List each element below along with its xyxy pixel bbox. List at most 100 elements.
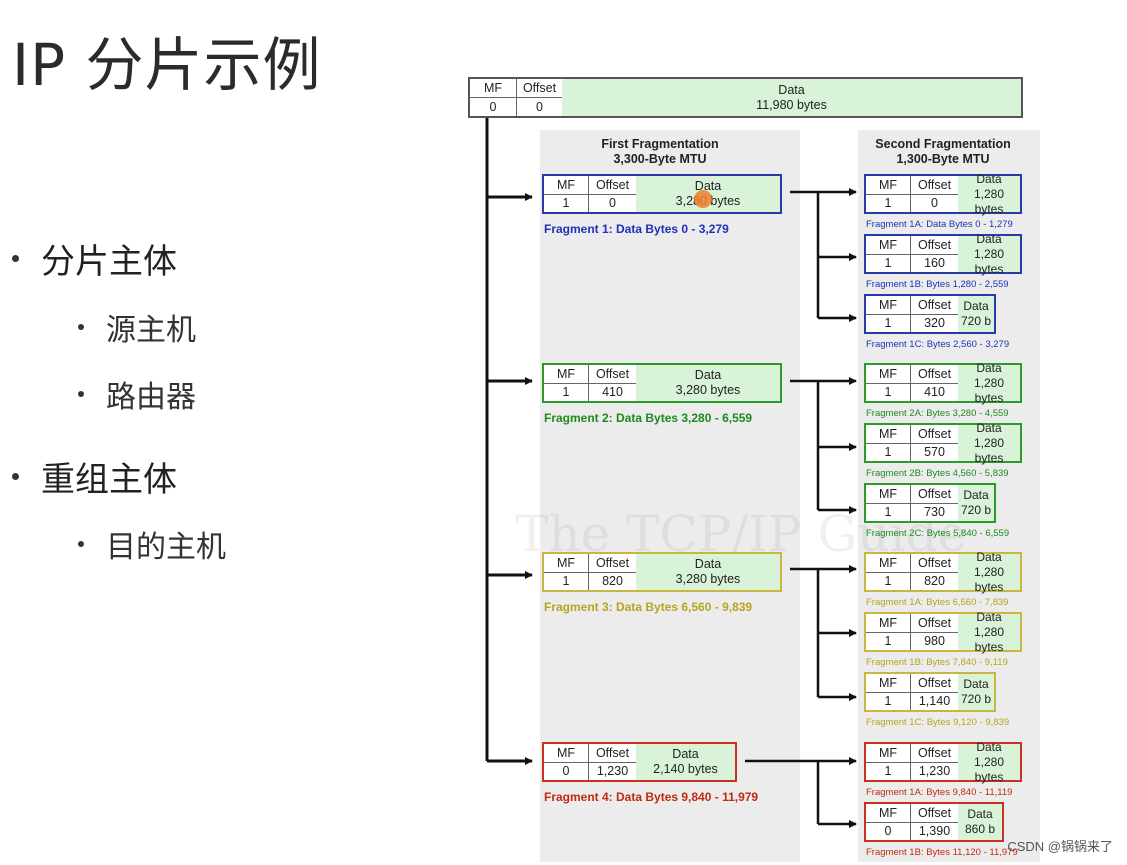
offset-header: Offset	[917, 615, 952, 630]
bullet-dot	[78, 541, 84, 547]
mf-header: MF	[878, 745, 898, 760]
offset-value: 570	[911, 442, 958, 462]
original-datagram: MF 0 Offset 0 Data 11,980 bytes	[468, 77, 1023, 118]
data-label: Data	[976, 171, 1002, 186]
mf-value: 1	[866, 761, 910, 781]
mf-header: MF	[556, 366, 576, 381]
bullet-text: 分片主体	[41, 242, 177, 282]
fragment-4a-label: Fragment 1A: Bytes 9,840 - 11,119	[866, 787, 1013, 798]
fragment-3b-label: Fragment 1B: Bytes 7,840 - 9,119	[866, 657, 1008, 668]
offset-header: Offset	[917, 297, 952, 312]
bullet-dot	[78, 324, 84, 330]
mf-value: 1	[544, 193, 588, 213]
offset-header: Offset	[917, 555, 952, 570]
offset-value: 1,140	[911, 691, 958, 711]
data-size: 3,280 bytes	[675, 572, 741, 586]
bullet-dot	[12, 255, 19, 262]
data-size: 1,280 bytes	[973, 754, 1005, 784]
first-fragmentation-mtu: 3,300-Byte MTU	[613, 152, 707, 166]
mf-header: MF	[878, 177, 898, 192]
offset-header: Offset	[595, 177, 630, 192]
data-label: Data	[694, 179, 722, 193]
offset-value: 820	[911, 571, 958, 591]
mf-value: 1	[866, 442, 910, 462]
fragment-1c-label: Fragment 1C: Bytes 2,560 - 3,279	[866, 339, 1010, 350]
fragment-2a-label: Fragment 2A: Bytes 3,280 - 4,559	[866, 408, 1009, 419]
offset-value: 730	[911, 502, 958, 522]
offset-value: 410	[911, 382, 958, 402]
offset-header: Offset	[917, 366, 952, 381]
fragment-3a-label: Fragment 1A: Bytes 6,560 - 7,839	[866, 597, 1009, 608]
fragment-2c-label: Fragment 2C: Bytes 5,840 - 6,559	[866, 528, 1010, 539]
mf-value: 1	[866, 502, 910, 522]
source-credit: CSDN @锅锅来了	[1007, 839, 1113, 854]
data-label: Data	[976, 420, 1002, 435]
bullet-source-host: 源主机	[78, 305, 196, 349]
data-size: 11,980 bytes	[756, 97, 827, 112]
offset-value: 410	[589, 382, 636, 402]
bullet-router: 路由器	[78, 372, 196, 416]
mf-header: MF	[878, 486, 898, 501]
bullet-dot	[12, 473, 19, 480]
fragment-4-label: Fragment 4: Data Bytes 9,840 - 11,979	[544, 790, 759, 804]
bullet-text: 源主机	[106, 313, 196, 348]
mf-header: MF	[556, 177, 576, 192]
mf-header: MF	[878, 675, 898, 690]
offset-column: Offset 0	[516, 79, 562, 116]
data-label: Data	[694, 557, 722, 571]
offset-value: 820	[589, 571, 636, 591]
mf-value: 0	[866, 821, 910, 841]
offset-value: 0	[517, 97, 562, 116]
data-label: Data	[976, 739, 1002, 754]
offset-value: 1,390	[911, 821, 958, 841]
data-size: 1,280 bytes	[973, 375, 1005, 405]
bullet-reassembling-entity: 重组主体	[12, 452, 177, 501]
second-fragmentation-title: Second Fragmentation	[875, 137, 1011, 151]
offset-header: Offset	[917, 237, 952, 252]
mouse-cursor-highlight	[694, 190, 712, 208]
offset-header: Offset	[522, 81, 557, 95]
fragment-1-label: Fragment 1: Data Bytes 0 - 3,279	[544, 222, 729, 236]
mf-value: 0	[544, 761, 588, 781]
bullet-text: 路由器	[106, 380, 196, 415]
data-size: 3,280 bytes	[675, 383, 741, 397]
mf-value: 1	[866, 691, 910, 711]
mf-value: 1	[866, 313, 910, 333]
offset-value: 320	[911, 313, 958, 333]
bullet-text: 重组主体	[41, 460, 177, 500]
second-fragmentation-header: Second Fragmentation 1,300-Byte MTU	[858, 137, 1028, 167]
mf-header: MF	[878, 237, 898, 252]
mf-value: 1	[866, 253, 910, 273]
bullet-fragmenting-entity: 分片主体	[12, 234, 177, 283]
mf-column: MF 0	[470, 79, 516, 116]
data-label: Data	[963, 488, 989, 502]
mf-value: 1	[866, 571, 910, 591]
mf-value: 1	[866, 193, 910, 213]
fragment-1a-label: Fragment 1A: Data Bytes 0 - 1,279	[866, 219, 1013, 230]
fragment-1b-label: Fragment 1B: Bytes 1,280 - 2,559	[866, 279, 1009, 290]
first-fragmentation-title: First Fragmentation	[601, 137, 719, 151]
mf-header: MF	[556, 745, 576, 760]
mf-value: 1	[866, 382, 910, 402]
